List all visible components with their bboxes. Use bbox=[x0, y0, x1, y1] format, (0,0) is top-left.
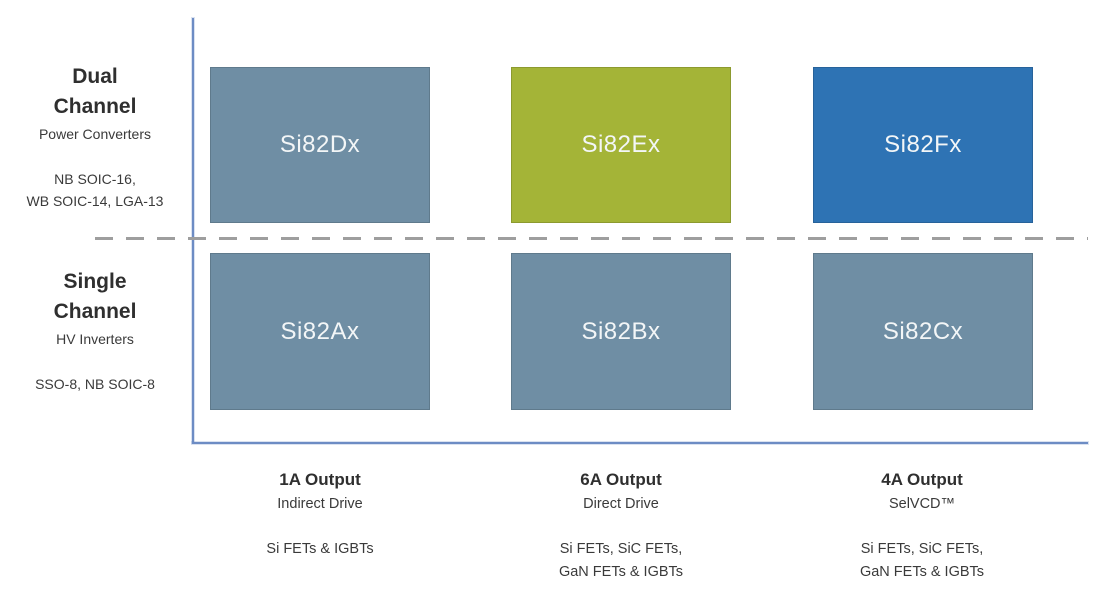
column-output: 6A Output bbox=[580, 470, 662, 489]
column-devices: Si FETs & IGBTs bbox=[266, 541, 374, 557]
product-box-si82cx: Si82Cx bbox=[813, 253, 1033, 410]
product-box-label: Si82Dx bbox=[279, 131, 361, 158]
column-label-1a-output: 1A Output Indirect Drive Si FETs & IGBTs bbox=[180, 470, 460, 561]
row-packages: SSO-8, NB SOIC-8 bbox=[35, 375, 155, 392]
column-devices: Si FETs, SiC FETs, GaN FETs & IGBTs bbox=[859, 541, 985, 581]
column-drive-type: SelVCD™ bbox=[888, 496, 956, 512]
vertical-axis-line bbox=[192, 18, 194, 443]
column-devices: Si FETs, SiC FETs, GaN FETs & IGBTs bbox=[558, 541, 684, 581]
column-output: 4A Output bbox=[881, 470, 963, 489]
column-label-6a-output: 6A Output Direct Drive Si FETs, SiC FETs… bbox=[481, 470, 761, 584]
row-label-dual-channel: Dual Channel Power Converters NB SOIC-16… bbox=[0, 62, 190, 212]
row-subtitle: Power Converters bbox=[38, 125, 152, 142]
horizontal-axis-line bbox=[192, 442, 1088, 444]
column-label-4a-output: 4A Output SelVCD™ Si FETs, SiC FETs, GaN… bbox=[782, 470, 1062, 584]
column-output: 1A Output bbox=[279, 470, 361, 489]
product-box-si82fx: Si82Fx bbox=[813, 67, 1033, 223]
product-box-label: Si82Fx bbox=[884, 131, 962, 158]
product-box-si82bx: Si82Bx bbox=[511, 253, 731, 410]
product-box-si82dx: Si82Dx bbox=[210, 67, 430, 223]
row-label-single-channel: Single Channel HV Inverters SSO-8, NB SO… bbox=[0, 267, 190, 396]
product-box-si82ex: Si82Ex bbox=[511, 67, 731, 223]
product-box-label: Si82Bx bbox=[581, 317, 661, 345]
row-divider-dashed-line bbox=[95, 237, 1088, 240]
product-box-label: Si82Cx bbox=[882, 317, 964, 345]
row-packages: NB SOIC-16, WB SOIC-14, LGA-13 bbox=[26, 170, 164, 209]
row-title: Dual Channel bbox=[53, 65, 137, 119]
product-box-si82ax: Si82Ax bbox=[210, 253, 430, 410]
column-drive-type: Indirect Drive bbox=[277, 496, 363, 512]
product-box-label: Si82Ax bbox=[280, 317, 360, 345]
column-drive-type: Direct Drive bbox=[583, 496, 659, 512]
row-title: Single Channel bbox=[53, 270, 137, 324]
product-box-label: Si82Ex bbox=[581, 131, 661, 158]
row-subtitle: HV Inverters bbox=[56, 330, 134, 347]
